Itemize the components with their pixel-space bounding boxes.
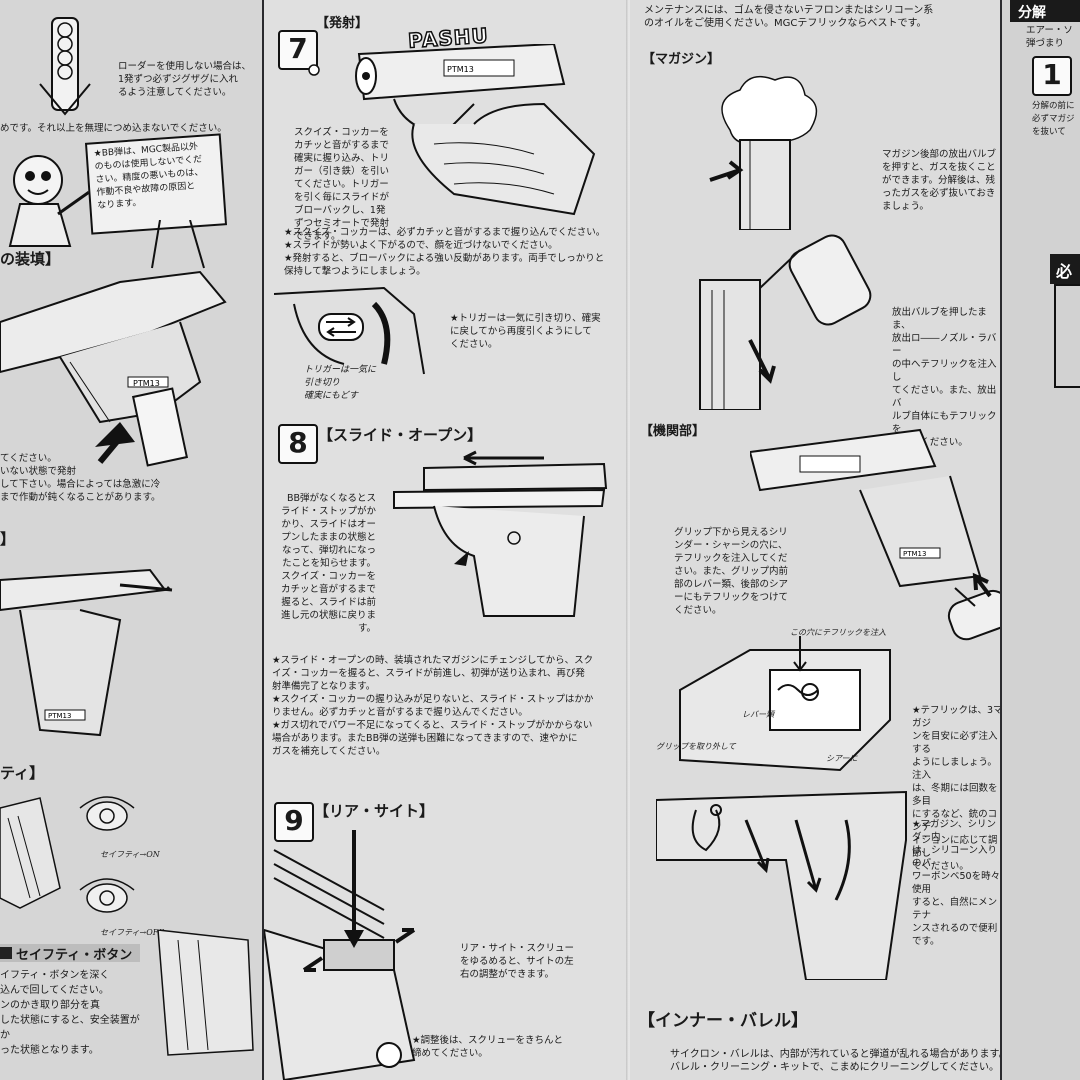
step-9-body: リア・サイト・スクリュー をゆるめると、サイトの左 右の調整ができます。 xyxy=(460,943,575,980)
middle-page: 7 【発射】 PASHU PTM13 スクイズ・コッカーを カチッと音がするまで… xyxy=(264,0,630,1080)
safety-detail-illustration xyxy=(0,797,61,909)
loader-illustration xyxy=(39,17,91,116)
board-stand-legs xyxy=(151,220,205,269)
far-warning-heading: 必 xyxy=(1056,262,1073,281)
far-heading-bar: 分解 xyxy=(1010,0,1080,22)
step-7-body: スクイズ・コッカーを カチッと音がするまで 確実に握り込み、トリ ガー（引き鉄）… xyxy=(294,127,390,242)
board-note: ★BB弾は、MGC製品以外 のものは使用しないでくだ さい。精度の悪いものは、 … xyxy=(93,141,204,212)
grip-internal-illustration xyxy=(679,636,891,772)
left-page: ローダーを使用しない場合は、 1発ずつ必ずジグザグに入れ るよう注意してください… xyxy=(0,0,262,1080)
slide-open-illustration xyxy=(393,450,608,617)
far-heading: 分解 xyxy=(1018,5,1046,21)
step-8-body: BB弾がなくなるとス ライド・ストップがか かり、スライドはオー プンしたままの… xyxy=(280,493,376,634)
step-9-note: ★調整後は、スクリューをきちんと 締めてください。 xyxy=(412,1035,564,1059)
far-step-number: 1 xyxy=(1032,56,1072,96)
step-8-title: 【スライド・オープン】 xyxy=(318,426,483,444)
frame-mechanism-illustration xyxy=(656,790,907,980)
safety-button-heading-box-icon xyxy=(0,947,12,959)
rear-sight-illustration xyxy=(264,830,416,1080)
magazine-note-2: 放出バルブを押したまま、 放出ロ――ノズル・ラバー の中へテフリックを注入し て… xyxy=(892,307,997,448)
magazine-heading: 【マガジン】 xyxy=(642,52,721,67)
trigger-detail-illustration xyxy=(274,286,425,375)
mechanism-note: グリップ下から見えるシリ ンダー・シャーシの穴に、 テフリックを注入してくだ さ… xyxy=(674,527,789,616)
safety-button-heading-bar: セイフティ・ボタン xyxy=(0,944,140,963)
mechanism-gun-illustration: PTM13 xyxy=(750,428,1000,641)
load-heading: の装填】 xyxy=(0,250,61,268)
safety-off-illustration xyxy=(79,878,135,913)
magazine-note-1: マガジン後部の放出バルブ を押すと、ガスを抜くこと ができます。分解後は、残 っ… xyxy=(882,149,997,212)
magazine-oil-injection-illustration xyxy=(699,234,872,410)
load-note: てください。 いない状態で発射 して下さい。場合によっては急激に冷 まで作動が鈍… xyxy=(0,453,161,503)
hand-grip-label: グリップを取り外して xyxy=(656,742,736,751)
gun-rear-illustration xyxy=(157,930,254,1056)
step-7-notes: ★スクイズ・コッカーは、必ずカチッと音がするまで握り込んでください。 ★スライド… xyxy=(284,227,606,277)
step-7-title: 【発射】 xyxy=(316,16,369,31)
far-right-page: 分解 エアー・ソ 弾づまり 1 分解の前に 必ずマガジ を抜いて 必 xyxy=(1002,0,1080,1080)
step-8-notes: ★スライド・オープンの時、装填されたマガジンにチェンジしてから、スク イズ・コッ… xyxy=(272,655,594,757)
capacity-note: めです。それ以上を無理につめ込まないでください。 xyxy=(0,123,227,134)
safety-on-illustration xyxy=(79,796,135,831)
mascot-illustration xyxy=(8,155,93,247)
step-9-number: 9 xyxy=(274,802,314,842)
step-9-title: 【リア・サイト】 xyxy=(314,802,435,820)
gun-firing-illustration: PTM13 xyxy=(308,44,596,216)
safety-on-label: セイフティ→ON xyxy=(100,850,160,859)
safety-heading: ティ】 xyxy=(0,764,45,782)
tefric-note: ★テフリックは、3マガジ ンを目安に必ず注入する ようにしましょう。注入 は、冬… xyxy=(912,705,1000,872)
trigger-note: ★トリガーは一気に引き切り、確実 に戻してから再度引くようにして ください。 xyxy=(450,313,601,350)
safety-button-note: イフティ・ボタンを深く 込んで回してください。 ンのかき取り部分を真 した状態に… xyxy=(0,970,140,1056)
grip-engraving-left: PTM13 xyxy=(133,379,160,388)
section-bracket: 】 xyxy=(0,530,16,548)
slide-engraving: PTM13 xyxy=(447,65,474,74)
far-text: エアー・ソ 弾づまり xyxy=(1026,25,1073,49)
gun-slide-illustration: PTM13 xyxy=(0,568,173,737)
right-page: メンテナンスには、ゴムを侵さないテフロンまたはシリコーン系 のオイルをご使用くだ… xyxy=(630,0,1000,1080)
safety-button-heading: セイフティ・ボタン xyxy=(16,948,133,963)
far-small-text: 分解の前に 必ずマガジ を抜いて xyxy=(1032,101,1075,137)
gun-load-illustration: PTM13 xyxy=(0,270,227,467)
magazine-cylinder-note: ★マガジン、シリンダー内 は、シリコーン入りのパ ワーボンベ50を時々使用 する… xyxy=(912,819,1000,947)
trigger-handwritten-note: トリガーは一気に 引き切り 確実にもどす xyxy=(304,365,377,401)
hand-sear-label: シアーに xyxy=(826,754,858,763)
inner-barrel-heading: 【インナー・バレル】 xyxy=(638,1011,808,1031)
step-7-number: 7 xyxy=(278,30,318,70)
far-warning-bar: 必 xyxy=(1050,254,1080,284)
grip-engraving-left-2: PTM13 xyxy=(48,712,71,720)
hand-inject-label: この穴にテフリックを注入 xyxy=(790,628,886,637)
loader-note: ローダーを使用しない場合は、 1発ずつ必ずジグザグに入れ るよう注意してください… xyxy=(118,61,252,98)
page-gutter xyxy=(626,0,632,1080)
inner-barrel-note: サイクロン・バレルは、内部が汚れていると弾道が乱れる場合があります。 バレル・ク… xyxy=(670,1049,1000,1073)
hand-lever-label: レバー類 xyxy=(742,710,774,719)
far-warning-box xyxy=(1054,284,1080,388)
grip-engraving-right: PTM13 xyxy=(903,550,926,558)
magazine-gas-release-illustration xyxy=(709,75,818,230)
mechanism-heading: 【機関部】 xyxy=(640,424,706,439)
step-8-number: 8 xyxy=(278,424,318,464)
maintenance-intro: メンテナンスには、ゴムを侵さないテフロンまたはシリコーン系 のオイルをご使用くだ… xyxy=(644,5,934,29)
safety-off-label: セイフティ→OFF xyxy=(100,928,164,937)
